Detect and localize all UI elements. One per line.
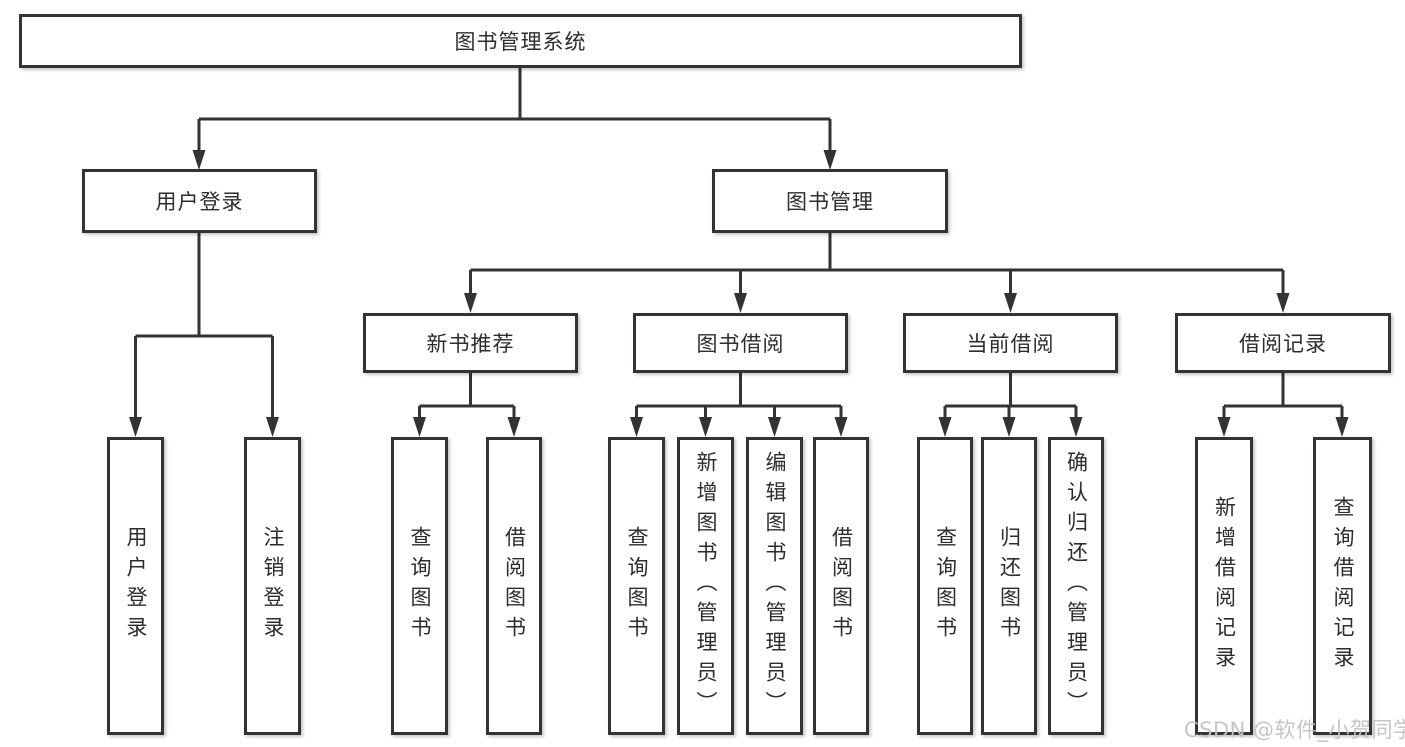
node-label: 借阅图书	[502, 526, 527, 646]
node-new-book-recommendation: 新书推荐	[363, 313, 578, 373]
arrowhead	[266, 417, 279, 437]
leaf-confirm-return-admin: 确认归还（管理员）	[1048, 437, 1104, 735]
leaf-query-books-3: 查询图书	[917, 437, 973, 735]
node-label: 查询图书	[408, 526, 432, 646]
arrowhead	[464, 293, 477, 313]
leaf-query-borrow-record: 查询借阅记录	[1313, 437, 1372, 735]
arrowhead	[1002, 417, 1016, 437]
node-label: 图书管理	[786, 190, 874, 214]
arrowhead	[823, 150, 837, 170]
leaf-logout: 注销登录	[244, 437, 301, 735]
arrowhead	[1335, 417, 1349, 437]
arrowhead	[1217, 417, 1231, 437]
node-label: 借阅记录	[1239, 332, 1327, 356]
arrowhead	[1276, 293, 1290, 313]
node-book-borrowing: 图书借阅	[633, 313, 848, 373]
node-label: 新增图书（管理员）	[694, 451, 718, 721]
node-label: 注销登录	[261, 526, 285, 646]
arrowhead	[507, 417, 521, 437]
leaf-add-books-admin: 新增图书（管理员）	[677, 437, 734, 735]
connector-book-mgmt-to-level3	[469, 233, 1285, 295]
connector-book-borrow-to-leaves	[635, 373, 843, 419]
node-label: 当前借阅	[966, 332, 1055, 356]
connector-user-login-to-leaves	[134, 233, 274, 419]
leaf-user-login: 用户登录	[107, 437, 164, 735]
arrowhead	[630, 417, 643, 437]
arrowhead	[938, 417, 952, 437]
leaf-borrow-books-1: 借阅图书	[486, 437, 542, 735]
node-label: 借阅图书	[829, 526, 854, 646]
csdn-watermark: CSDN @软件_小贺同学	[1184, 718, 1405, 742]
node-label: 查询图书	[933, 526, 958, 646]
leaf-query-books-1: 查询图书	[391, 437, 448, 735]
connector-borrow-record-to-leaves	[1222, 373, 1344, 419]
arrowhead	[734, 293, 747, 313]
connector-new-book-rec-to-leaves	[418, 373, 516, 419]
node-label: 归还图书	[997, 526, 1022, 646]
node-label: 图书管理系统	[454, 30, 587, 54]
node-book-management: 图书管理	[712, 169, 948, 233]
leaf-query-books-2: 查询图书	[608, 437, 665, 735]
arrowhead	[413, 417, 426, 437]
arrowhead	[699, 417, 712, 437]
connector-current-borrow-to-leaves	[943, 373, 1078, 419]
node-label: 用户登录	[124, 526, 148, 646]
arrowhead	[834, 417, 848, 437]
node-user-login: 用户登录	[82, 169, 317, 233]
node-label: 编辑图书（管理员）	[763, 451, 787, 721]
node-library-management-system: 图书管理系统	[19, 14, 1022, 68]
arrowhead	[192, 150, 206, 170]
node-label: 查询图书	[625, 526, 649, 646]
leaf-add-borrow-record: 新增借阅记录	[1195, 437, 1253, 735]
leaf-return-books: 归还图书	[981, 437, 1037, 735]
node-label: 图书借阅	[696, 332, 785, 356]
node-label: 新书推荐	[426, 332, 515, 356]
leaf-borrow-books-2: 借阅图书	[813, 437, 869, 735]
arrowhead	[768, 417, 781, 437]
node-label: 新增借阅记录	[1212, 496, 1237, 676]
node-label: 查询借阅记录	[1331, 496, 1355, 676]
arrowhead	[129, 417, 142, 437]
node-label: 用户登录	[155, 190, 244, 214]
node-label: 确认归还（管理员）	[1064, 451, 1089, 721]
node-borrowing-records: 借阅记录	[1175, 313, 1391, 373]
arrowhead	[1069, 417, 1083, 437]
leaf-edit-books-admin: 编辑图书（管理员）	[746, 437, 803, 735]
arrowhead	[1004, 293, 1017, 313]
connector-root-to-level2	[197, 68, 832, 153]
node-current-borrowing: 当前借阅	[903, 313, 1118, 373]
